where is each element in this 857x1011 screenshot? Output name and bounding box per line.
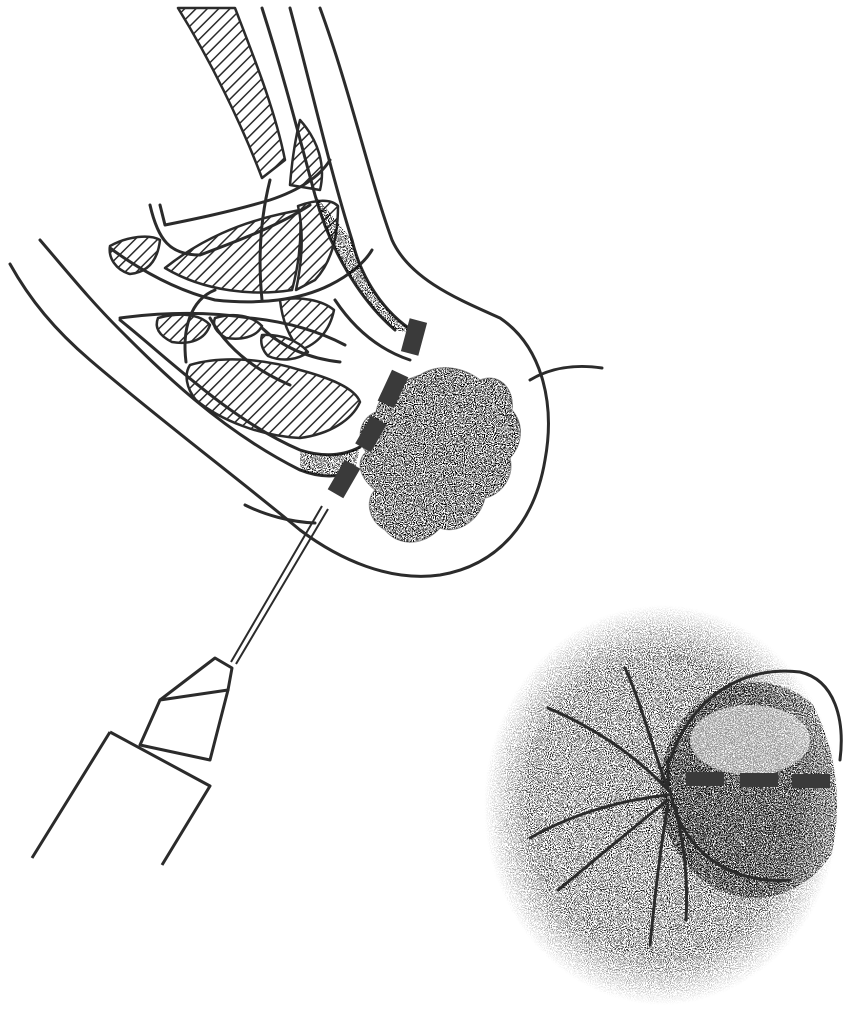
surface-dash-2 xyxy=(740,773,778,787)
lobe-mid-left xyxy=(157,315,210,343)
surface-dash-1 xyxy=(686,772,724,786)
lobe-left-small xyxy=(110,237,160,274)
needle-syringe-icon xyxy=(32,506,328,865)
lobe-upper-right xyxy=(290,120,322,190)
needle-shaft-inner xyxy=(236,509,328,664)
lesion-surface-panel xyxy=(484,605,850,1005)
surface-dash-3 xyxy=(792,774,830,788)
surface-marker-dashes xyxy=(686,772,830,788)
lesion-dome-highlight xyxy=(690,705,810,775)
breast-cross-section-panel xyxy=(10,8,602,576)
syringe-collar xyxy=(140,690,228,760)
lobe-lower-large xyxy=(187,359,360,438)
lobe-center-right xyxy=(296,201,338,290)
needle-shaft xyxy=(231,506,322,662)
